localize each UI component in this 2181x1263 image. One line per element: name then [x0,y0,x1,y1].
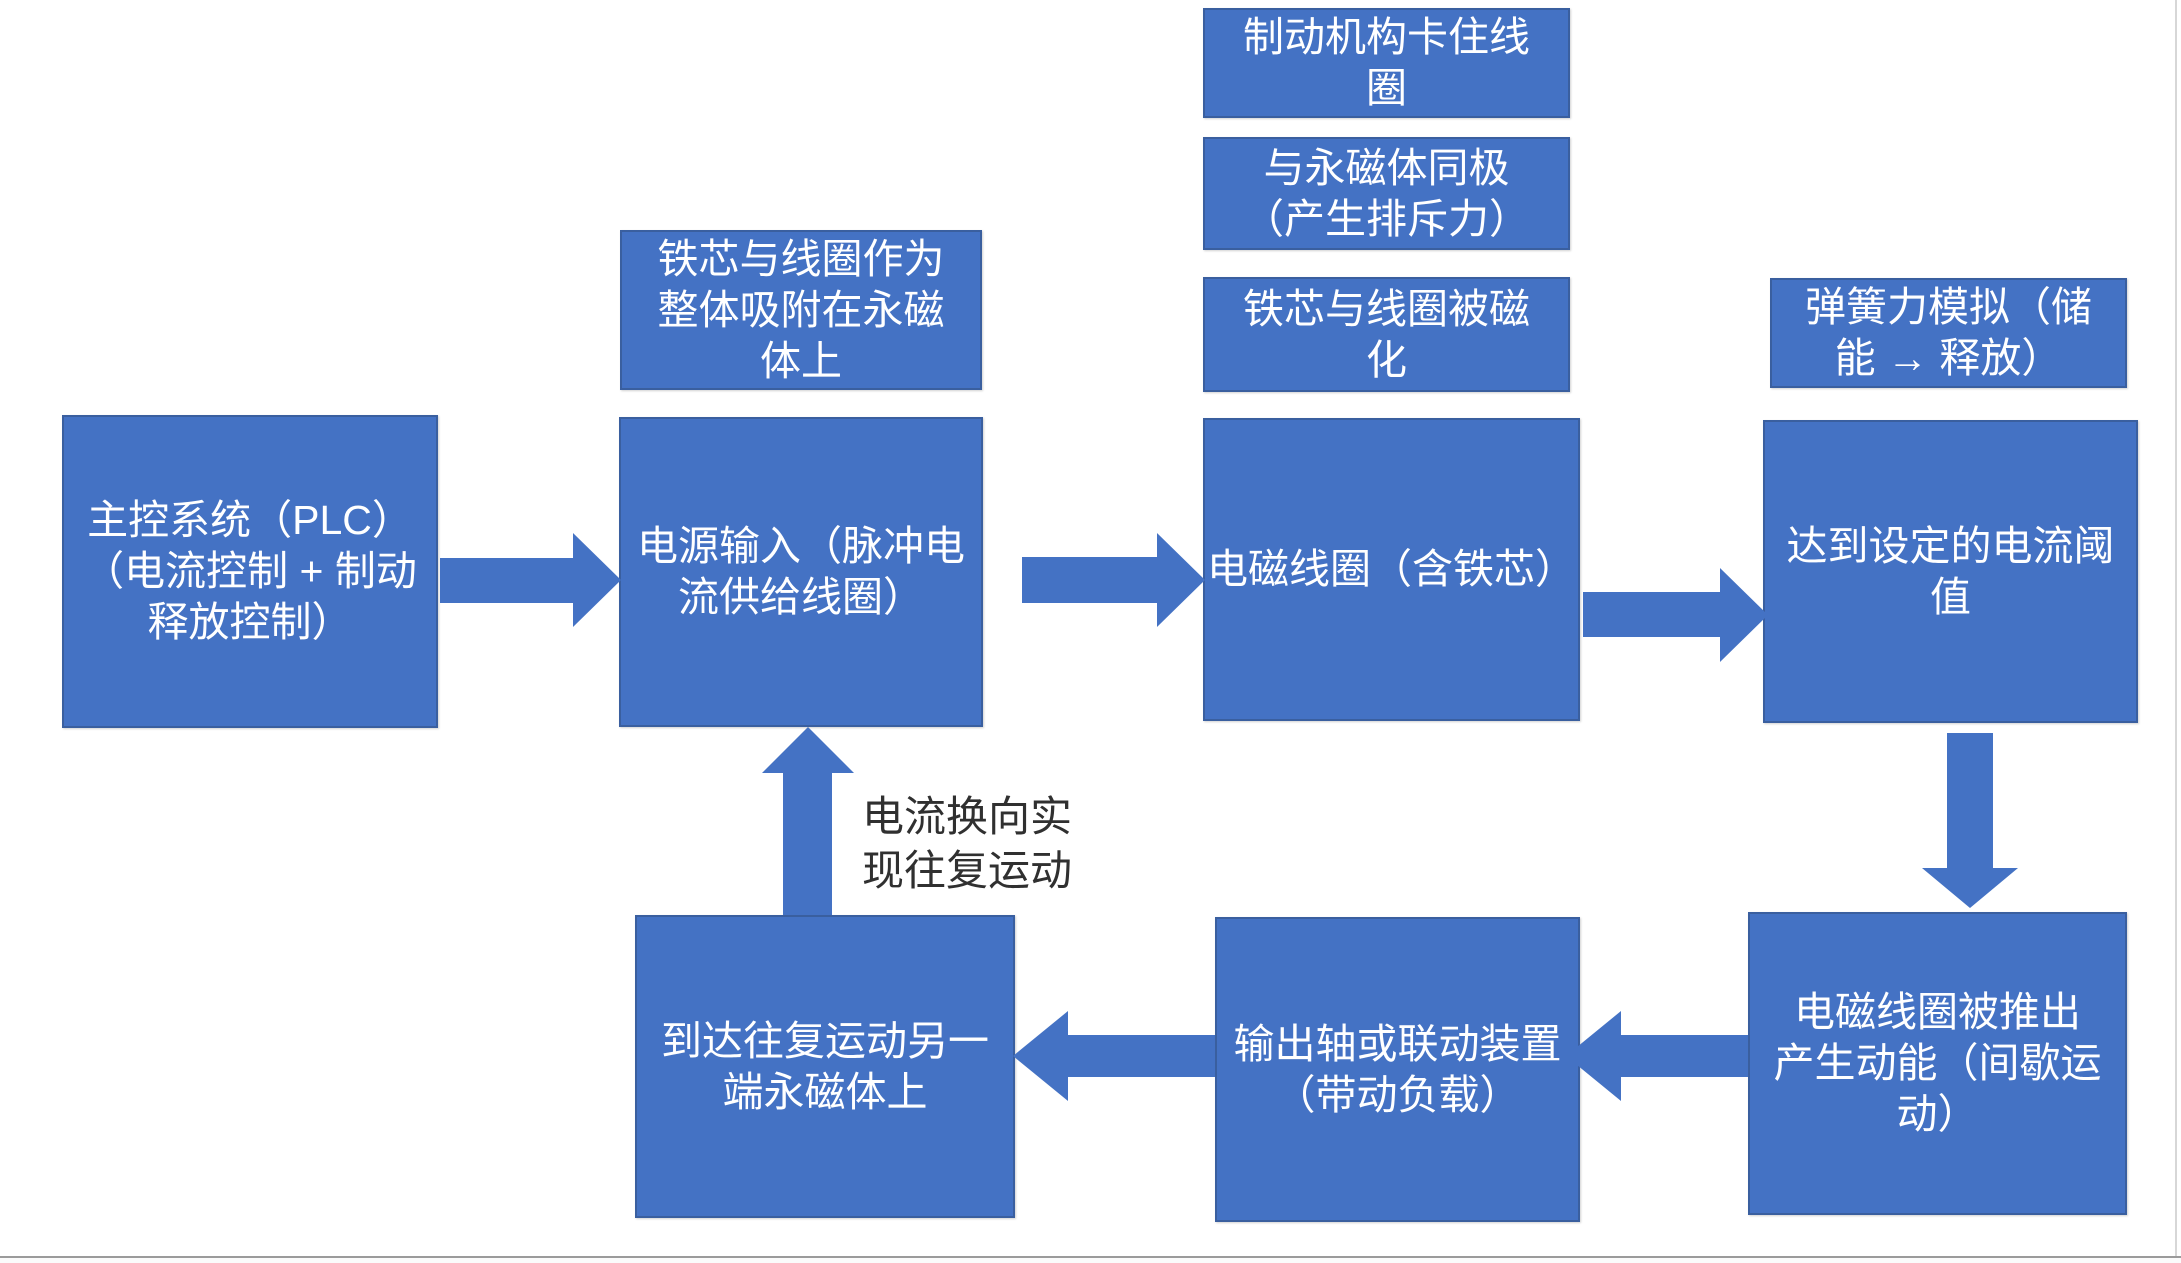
node-power-input: 电源输入（脉冲电 流供给线圈） [619,417,983,727]
node-magnetized: 铁芯与线圈被磁 化 [1203,277,1570,392]
node-threshold: 达到设定的电流阈 值 [1763,420,2138,723]
node-plc: 主控系统（PLC） （电流控制 + 制动 释放控制） [62,415,438,728]
bottom-strip [0,1258,2181,1263]
node-brake: 制动机构卡住线 圈 [1203,8,1570,118]
node-same-pole: 与永磁体同极 （产生排斥力） [1203,137,1570,250]
node-coil: 电磁线圈（含铁芯） [1203,418,1580,721]
node-core-adsorbed: 铁芯与线圈作为 整体吸附在永磁 体上 [620,230,982,390]
node-reach-end: 到达往复运动另一 端永磁体上 [635,915,1015,1218]
screen-right-border [2175,0,2177,1263]
node-pushed-out: 电磁线圈被推出 产生动能（间歇运 动） [1748,912,2127,1215]
bottom-divider [0,1256,2181,1258]
node-output-shaft: 输出轴或联动装置 （带动负载） [1215,917,1580,1222]
node-spring: 弹簧力模拟（储 能 → 释放） [1770,278,2127,388]
flow-loop-label: 电流换向实 现往复运动 [861,793,1072,894]
